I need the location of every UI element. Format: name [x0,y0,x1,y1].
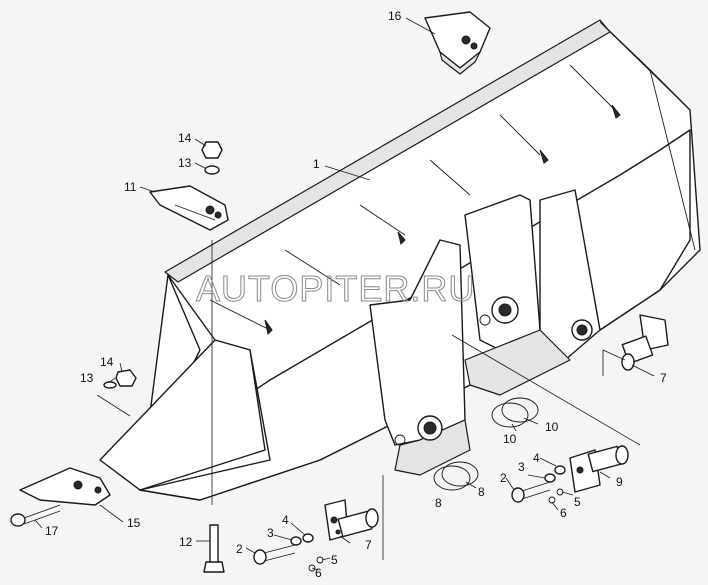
callout-4a: 4 [282,513,289,527]
pin-7-bottom [324,499,379,541]
callout-5b: 5 [574,495,581,509]
callout-7b: 7 [365,538,372,552]
callout-6b: 6 [560,506,567,520]
callout-13a: 13 [178,156,192,170]
callout-16: 16 [388,9,402,23]
tooth-adapter-16 [424,11,491,75]
bolt-12 [203,524,225,573]
pin-7-right [621,314,669,371]
nut-washer-top [201,141,223,175]
callout-1: 1 [313,157,320,171]
callout-10b: 10 [503,432,517,446]
nut-washer-left [103,369,137,389]
callout-5a: 5 [331,553,338,567]
callout-2a: 2 [236,542,243,556]
leader-lines [34,17,655,571]
pin-9 [569,445,629,493]
callout-12: 12 [179,535,193,549]
callout-9: 9 [616,475,623,489]
callout-14a: 14 [178,131,192,145]
callout-labels: 1 16 14 13 11 14 13 17 15 12 2 3 4 5 6 7… [45,9,667,580]
o-rings-8 [433,461,479,491]
lifting-brackets [369,189,601,476]
callout-13b: 13 [80,371,94,385]
callout-8a: 8 [478,485,485,499]
callout-4b: 4 [533,451,540,465]
bolt-17 [10,504,61,527]
callout-15: 15 [127,516,141,530]
callout-6a: 6 [315,566,322,580]
o-rings-10 [491,397,539,428]
tooth-15 [19,467,111,506]
callout-17: 17 [45,524,59,538]
callout-2b: 2 [500,471,507,485]
callout-3a: 3 [267,526,274,540]
callout-7a: 7 [660,371,667,385]
hardware-bottom [253,533,324,572]
watermark: AUTOPITER.RU [196,268,475,309]
side-cutter-11 [149,185,229,231]
callout-3b: 3 [518,460,525,474]
callout-10a: 10 [545,420,559,434]
callout-11: 11 [124,180,137,194]
callout-14b: 14 [100,355,114,369]
hardware-right [511,465,566,504]
callout-8b: 8 [435,496,442,510]
